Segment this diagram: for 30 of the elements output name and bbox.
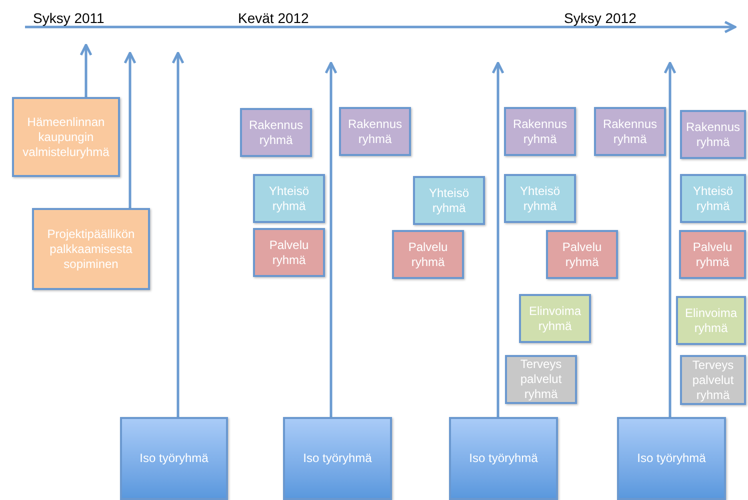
arrow — [324, 62, 338, 417]
group-box: Yhteisö ryhmä — [504, 174, 576, 223]
group-box: Rakennus ryhmä — [680, 110, 746, 159]
arrow — [664, 62, 676, 417]
group-box: Palvelu ryhmä — [679, 230, 746, 279]
working-group-box: Iso työryhmä — [617, 417, 726, 500]
arrow — [80, 44, 92, 97]
group-box: Rakennus ryhmä — [339, 107, 411, 156]
period-label: Syksy 2011 — [33, 9, 104, 28]
group-box: Yhteisö ryhmä — [413, 176, 485, 225]
group-box: Palvelu ryhmä — [546, 230, 618, 279]
arrow — [124, 52, 136, 208]
group-box: Elinvoima ryhmä — [676, 296, 746, 345]
group-box: Yhteisö ryhmä — [680, 174, 746, 223]
group-box: Rakennus ryhmä — [594, 107, 666, 156]
working-group-box: Iso työryhmä — [283, 417, 392, 500]
arrow — [172, 52, 184, 417]
group-box: Elinvoima ryhmä — [519, 294, 591, 343]
group-box: Rakennus ryhmä — [504, 107, 576, 156]
task-box: Hämeenlinnan kaupungin valmisteluryhmä — [12, 97, 120, 177]
arrow — [492, 62, 504, 417]
group-box: Yhteisö ryhmä — [253, 174, 325, 223]
working-group-box: Iso työryhmä — [449, 417, 558, 500]
group-box: Rakennus ryhmä — [240, 108, 312, 157]
group-box: Palvelu ryhmä — [392, 230, 464, 279]
working-group-box: Iso työryhmä — [120, 417, 228, 500]
period-label: Syksy 2012 — [564, 9, 636, 28]
group-box: Palvelu ryhmä — [253, 228, 325, 277]
task-box: Projektipäällikön palkkaamisesta sopiminen — [32, 208, 150, 290]
period-label: Kevät 2012 — [238, 9, 309, 28]
